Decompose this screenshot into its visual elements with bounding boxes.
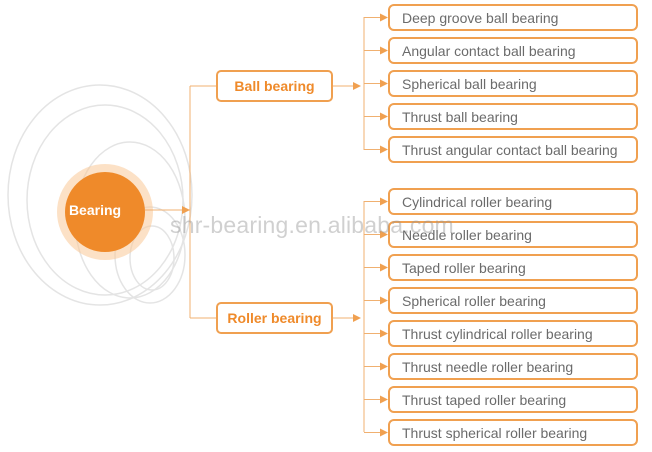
leaf-thrust-ball-bearing: Thrust ball bearing <box>388 103 638 130</box>
leaf-connector-arrow <box>380 428 388 437</box>
leaf-label: Thrust needle roller bearing <box>402 358 574 375</box>
leaf-label: Thrust spherical roller bearing <box>402 424 588 441</box>
leaf-connector-arrow <box>380 329 388 338</box>
category-roller-bearing: Roller bearing <box>216 302 333 334</box>
leaf-label: Needle roller bearing <box>402 226 532 243</box>
leaf-connector-arrow <box>380 296 388 305</box>
leaf-connector-arrow <box>380 230 388 239</box>
leaf-label: Deep groove ball bearing <box>402 9 559 26</box>
leaf-thrust-spherical-roller-bearing: Thrust spherical roller bearing <box>388 419 638 446</box>
leaf-cylindrical-roller-bearing: Cylindrical roller bearing <box>388 188 638 215</box>
category-label: Roller bearing <box>227 310 322 326</box>
leaf-label: Spherical roller bearing <box>402 292 546 309</box>
bearing-sketch-image <box>7 84 193 306</box>
leaf-label: Spherical ball bearing <box>402 75 537 92</box>
leaf-connector-arrow <box>380 79 388 88</box>
root-label: Bearing <box>68 202 122 218</box>
watermark: shr-bearing.en.alibaba.com <box>170 212 454 238</box>
root-node <box>65 172 145 252</box>
leaf-connector-arrow <box>380 13 388 22</box>
leaf-thrust-taped-roller-bearing: Thrust taped roller bearing <box>388 386 638 413</box>
leaf-thrust-angular-contact-ball-bearing: Thrust angular contact ball bearing <box>388 136 638 163</box>
leaf-connector-arrow <box>380 263 388 272</box>
leaf-connector-arrow <box>380 145 388 154</box>
category-ball-bearing: Ball bearing <box>216 70 333 102</box>
leaf-branches <box>364 13 388 437</box>
leaf-spherical-ball-bearing: Spherical ball bearing <box>388 70 638 97</box>
leaf-angular-contact-ball-bearing: Angular contact ball bearing <box>388 37 638 64</box>
leaf-deep-groove-ball-bearing: Deep groove ball bearing <box>388 4 638 31</box>
leaf-thrust-cylindrical-roller-bearing: Thrust cylindrical roller bearing <box>388 320 638 347</box>
leaf-taped-roller-bearing: Taped roller bearing <box>388 254 638 281</box>
leaf-connector-arrow <box>380 362 388 371</box>
leaf-connector-arrow <box>380 112 388 121</box>
leaf-spherical-roller-bearing: Spherical roller bearing <box>388 287 638 314</box>
leaf-connector-arrow <box>380 395 388 404</box>
leaf-label: Thrust taped roller bearing <box>402 391 567 408</box>
leaf-label: Taped roller bearing <box>402 259 526 276</box>
leaf-label: Thrust cylindrical roller bearing <box>402 325 593 342</box>
leaf-label: Thrust ball bearing <box>402 108 518 125</box>
category-label: Ball bearing <box>234 78 315 94</box>
leaf-label: Thrust angular contact ball bearing <box>402 141 618 158</box>
leaf-needle-roller-bearing: Needle roller bearing <box>388 221 638 248</box>
leaf-connector-arrow <box>380 46 388 55</box>
leaf-thrust-needle-roller-bearing: Thrust needle roller bearing <box>388 353 638 380</box>
leaf-connector-arrow <box>380 197 388 206</box>
leaf-label: Cylindrical roller bearing <box>402 193 553 210</box>
connector-arrows <box>182 82 361 322</box>
leaf-label: Angular contact ball bearing <box>402 42 576 59</box>
